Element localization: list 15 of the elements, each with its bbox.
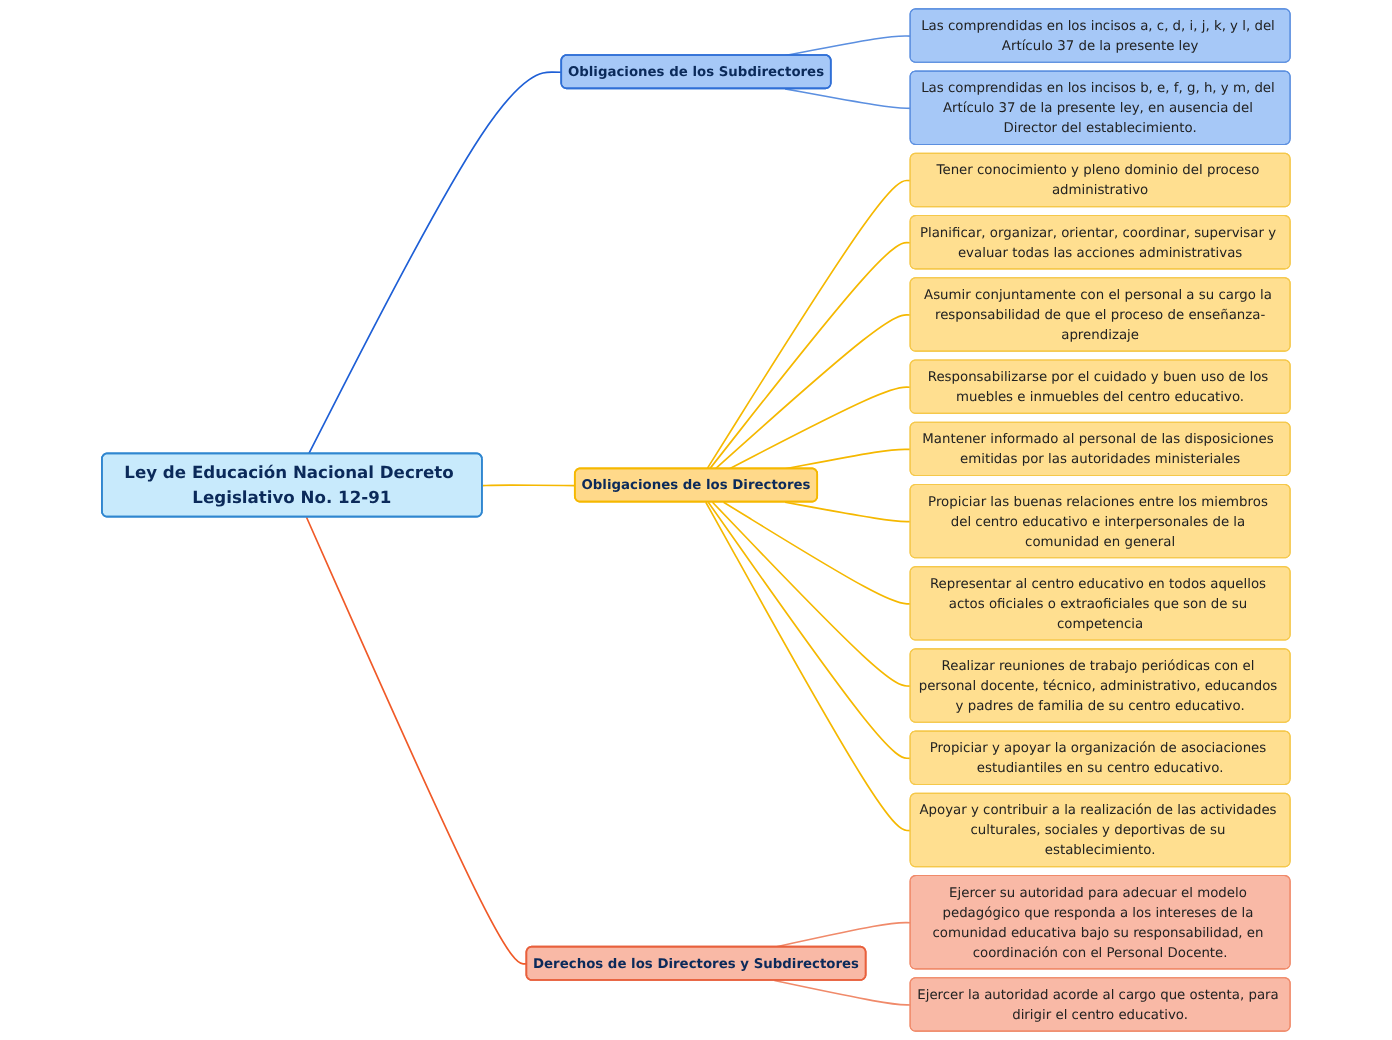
connector — [706, 179, 912, 470]
connector — [707, 501, 912, 760]
connector — [722, 501, 912, 605]
connector — [728, 386, 912, 470]
connector — [307, 71, 563, 455]
connector — [784, 501, 912, 523]
connector — [711, 501, 912, 687]
connector — [705, 501, 912, 832]
connector — [708, 241, 912, 470]
connector — [305, 516, 528, 965]
connector — [784, 88, 912, 110]
connector — [481, 484, 577, 487]
connector — [784, 448, 912, 470]
connector — [714, 314, 912, 470]
connector — [773, 979, 912, 1006]
